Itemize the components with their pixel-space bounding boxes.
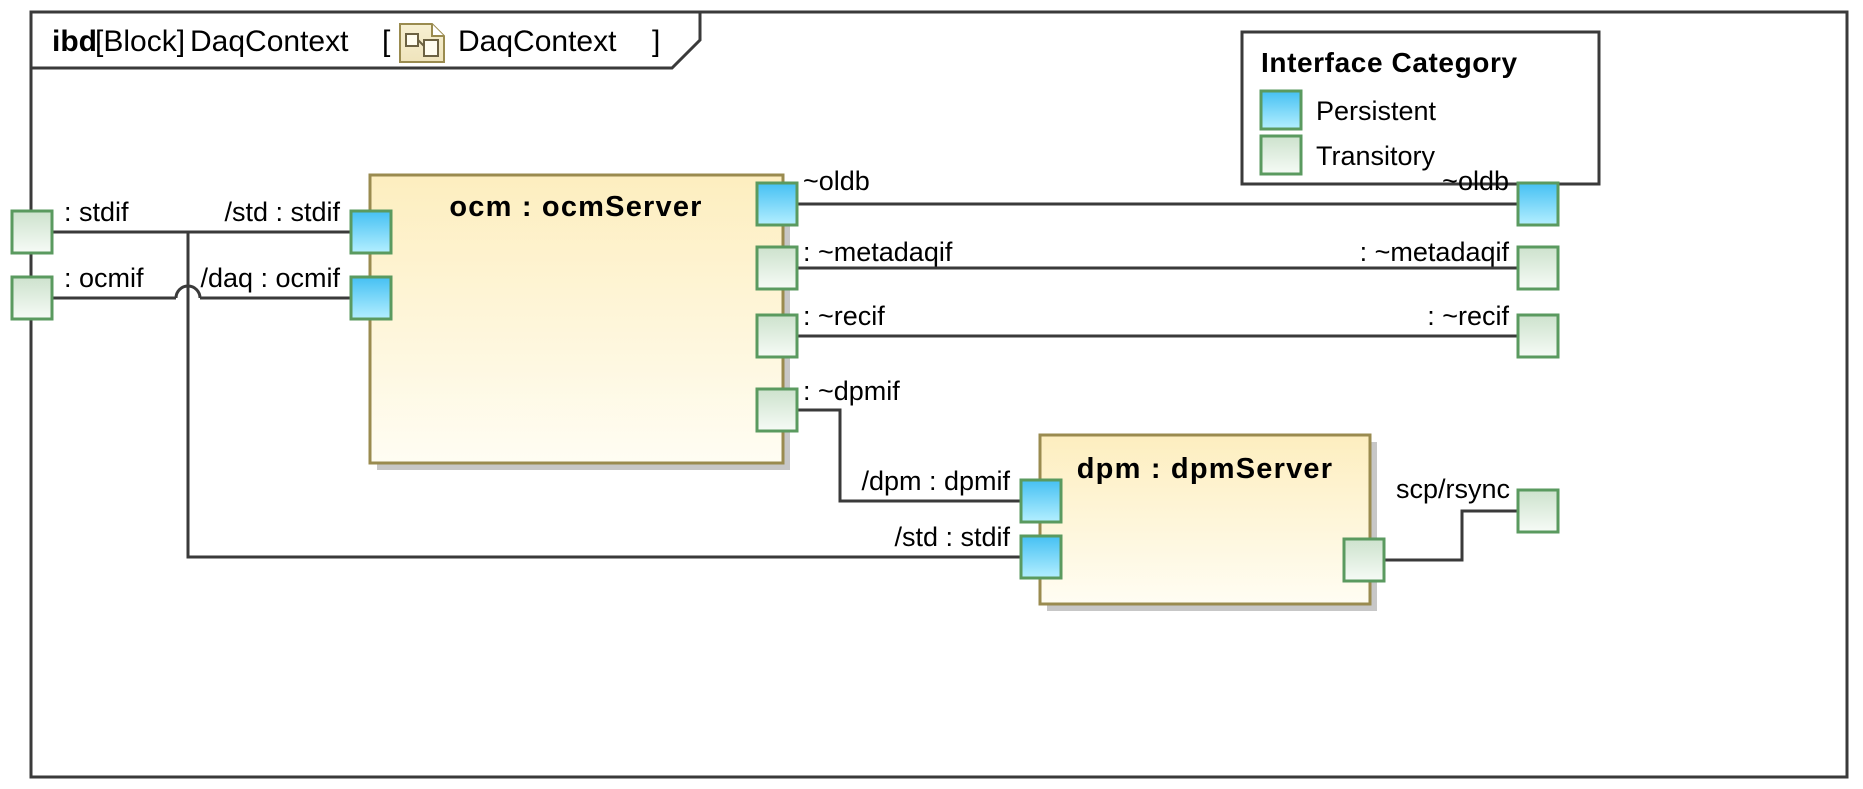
metadaqif-proxy-port-label: : ~metadaqif [1360, 237, 1510, 267]
block-dpm-title: dpm : dpmServer [1077, 453, 1334, 485]
ocm-std-port-label: /std : stdif [224, 197, 340, 227]
dpm-dpm-port[interactable] [1019, 478, 1063, 524]
dpm-std-port-label: /std : stdif [894, 522, 1010, 552]
block-ocm-title: ocm : ocmServer [449, 191, 702, 223]
frame-bracket-open: [ [382, 25, 391, 58]
ocm-std-port[interactable] [349, 209, 393, 255]
frame-block-name: DaqContext [190, 25, 349, 58]
diagram-frame-title-tab [29, 10, 702, 70]
ocm-dpmif-port[interactable] [755, 387, 799, 433]
ibd-block-icon [399, 23, 445, 63]
ocm-dpmif-port-label: : ~dpmif [803, 376, 900, 406]
connector-dpmif [797, 408, 1038, 503]
ocm-recif-port-label: : ~recif [803, 301, 885, 331]
legend-title: Interface Category [1261, 47, 1518, 78]
legend-label-transitory: Transitory [1316, 141, 1436, 171]
ocm-recif-port[interactable] [755, 313, 799, 359]
dpm-dpm-port-label: /dpm : dpmif [861, 466, 1010, 496]
ocm-metadaqif-port[interactable] [755, 245, 799, 291]
frame-bracket-close: ] [652, 25, 660, 58]
connector-stdif-to-dpm [186, 232, 1038, 559]
oldb-proxy-port-label: ~oldb [1442, 166, 1509, 196]
legend-item-persistent: Persistent [1259, 89, 1437, 131]
diagram-frame [29, 10, 1849, 779]
ocm-daq-port-label: /daq : ocmif [200, 263, 340, 293]
frame-stereotype-label: [Block] [95, 25, 185, 58]
frame-diagram-name: DaqContext [458, 25, 617, 58]
legend-item-transitory: Transitory [1259, 134, 1436, 176]
metadaqif-proxy-port[interactable] [1516, 245, 1560, 291]
scp-proxy-port[interactable] [1516, 488, 1560, 534]
stdif-proxy-port[interactable] [10, 209, 54, 255]
connector-lines [52, 202, 1518, 562]
dpm-scp-port[interactable] [1342, 537, 1386, 583]
recif-proxy-port[interactable] [1516, 313, 1560, 359]
dpm-std-port[interactable] [1019, 534, 1063, 580]
ocm-metadaqif-port-label: : ~metadaqif [803, 237, 953, 267]
connector-scp [1372, 509, 1518, 562]
dpm-scp-port-label: scp/rsync [1396, 474, 1510, 504]
oldb-proxy-port[interactable] [1516, 181, 1560, 227]
legend-swatch-persistent [1259, 89, 1303, 131]
block-ocm-server[interactable]: ocm : ocmServer [368, 173, 790, 470]
ocm-daq-port[interactable] [349, 275, 393, 321]
recif-proxy-port-label: : ~recif [1427, 301, 1509, 331]
block-dpm-server[interactable]: dpm : dpmServer [1038, 433, 1377, 611]
stdif-proxy-port-label: : stdif [64, 197, 129, 227]
ocm-oldb-port[interactable] [755, 181, 799, 227]
legend-label-persistent: Persistent [1316, 96, 1437, 126]
ocmif-proxy-port[interactable] [10, 275, 54, 321]
ocm-oldb-port-label: ~oldb [803, 166, 870, 196]
ocmif-proxy-port-label: : ocmif [64, 263, 144, 293]
frame-kind-label: ibd [52, 25, 97, 58]
legend-swatch-transitory [1259, 134, 1303, 176]
